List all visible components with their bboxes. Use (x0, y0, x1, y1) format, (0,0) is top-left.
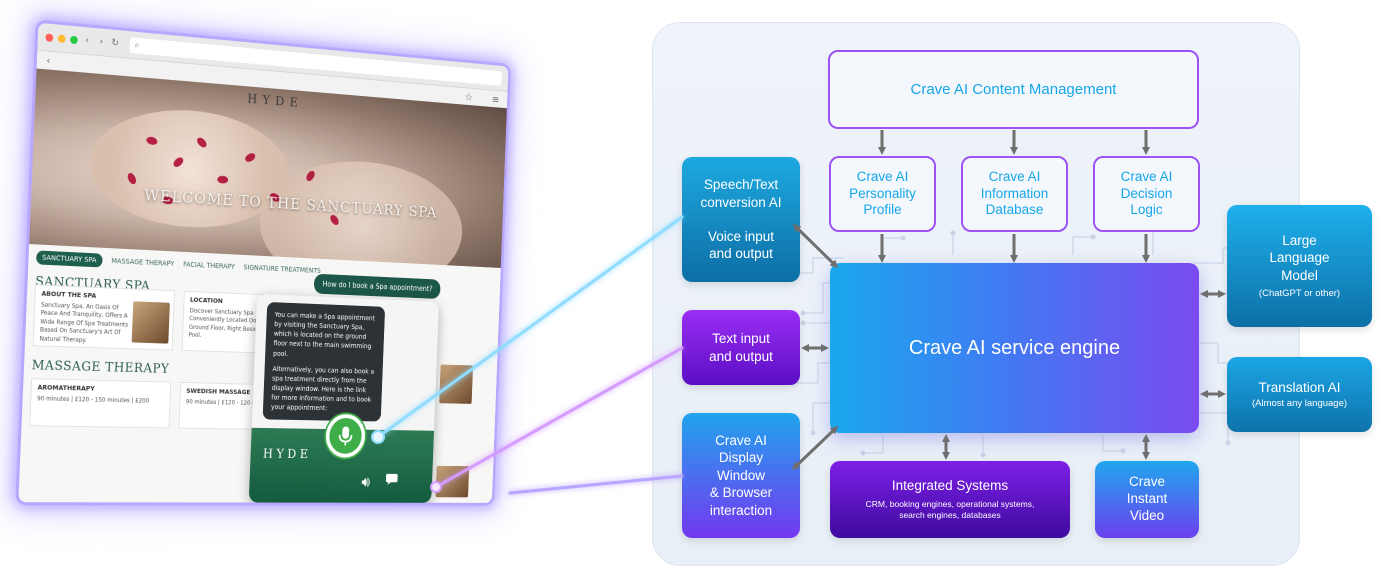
decision-logic-box: Crave AI Decision Logic (1093, 156, 1200, 232)
back-chevron-icon[interactable]: ‹ (46, 54, 51, 67)
about-card[interactable]: ABOUT THE SPA Sanctuary Spa, An Oasis Of… (32, 284, 175, 351)
tab-signature-treatments[interactable]: SIGNATURE TREATMENTS (243, 263, 321, 275)
aromatherapy-price: 90 minutes | £120 - 150 minutes | £200 (36, 395, 150, 405)
text-io-label: Text input and output (709, 330, 773, 364)
back-arrow-icon[interactable]: ‹ (85, 35, 90, 47)
about-text: Sanctuary Spa, An Oasis Of Peace And Tra… (39, 301, 129, 344)
speech-text-title: Speech/Text conversion AI (700, 177, 782, 210)
decision-logic-label: Crave AI Decision Logic (1120, 168, 1173, 218)
instant-video-label: Crave Instant Video (1126, 474, 1168, 523)
treatment-thumbnail (439, 364, 474, 404)
integrated-systems-subtitle: CRM, booking engines, operational system… (865, 498, 1035, 520)
menu-icon[interactable]: ≡ (491, 92, 500, 106)
display-window-box: Crave AI Display Window & Browser intera… (682, 413, 800, 538)
service-engine-box: Crave AI service engine (830, 263, 1199, 433)
browser-window: ‹ › ↻ ⌕ ‹ ☆ ≡ (18, 22, 509, 503)
personality-profile-box: Crave AI Personality Profile (829, 156, 936, 232)
information-database-label: Crave AI Information Database (980, 168, 1049, 218)
aromatherapy-card[interactable]: AROMATHERAPY 90 minutes | £120 - 150 min… (29, 378, 172, 429)
answer-paragraph: You can make a Spa appointment by visiti… (272, 310, 376, 358)
service-engine-label: Crave AI service engine (908, 336, 1121, 359)
chat-logo: HYDE (262, 447, 312, 462)
content-management-label: Crave AI Content Management (910, 81, 1117, 98)
aromatherapy-heading: AROMATHERAPY (37, 383, 95, 393)
maximize-dot-icon[interactable] (70, 35, 78, 44)
llm-box: Large Language Model (ChatGPT or other) (1227, 205, 1372, 327)
llm-title: Large Language Model (1269, 232, 1330, 283)
chat-bubble-icon[interactable] (385, 473, 400, 486)
speaker-icon[interactable]: 🔊︎ (361, 472, 371, 491)
browser-mockup: ‹ › ↻ ⌕ ‹ ☆ ≡ (17, 22, 524, 523)
microphone-button[interactable] (325, 413, 366, 458)
speech-text-box: Speech/Text conversion AI Voice input an… (682, 157, 800, 282)
content-management-box: Crave AI Content Management (828, 50, 1199, 129)
section-title-massage: MASSAGE THERAPY (31, 358, 170, 377)
assistant-answer-bubble: You can make a Spa appointment by visiti… (262, 301, 386, 422)
information-database-box: Crave AI Information Database (961, 156, 1068, 232)
reload-icon[interactable]: ↻ (111, 37, 120, 49)
text-io-box: Text input and output (682, 310, 800, 385)
answer-paragraph: Alternatively, you can also book a spa t… (270, 364, 375, 413)
tab-facial-therapy[interactable]: FACIAL THERAPY (183, 260, 235, 271)
microphone-icon (338, 426, 352, 446)
hero-shape (87, 102, 291, 233)
hotel-logo: HYDE (246, 92, 304, 111)
forward-arrow-icon[interactable]: › (99, 36, 104, 48)
integrated-systems-box: Integrated Systems CRM, booking engines,… (830, 461, 1070, 538)
bookmark-star-icon[interactable]: ☆ (464, 90, 473, 104)
tab-sanctuary-spa[interactable]: SANCTUARY SPA (36, 250, 103, 268)
integrated-systems-title: Integrated Systems (891, 477, 1009, 493)
display-window-label: Crave AI Display Window & Browser intera… (709, 432, 773, 518)
search-icon: ⌕ (134, 40, 140, 51)
llm-subtitle: (ChatGPT or other) (1258, 288, 1341, 300)
minimize-dot-icon[interactable] (57, 34, 66, 43)
chat-control-bar: HYDE 🔊︎ (248, 413, 435, 503)
chat-widget: You can make a Spa appointment by visiti… (248, 293, 440, 503)
translation-title: Translation AI (1258, 379, 1341, 395)
instant-video-box: Crave Instant Video (1095, 461, 1199, 538)
treatment-thumbnail (435, 465, 470, 498)
tab-massage-therapy[interactable]: MASSAGE THERAPY (111, 257, 175, 268)
personality-profile-label: Crave AI Personality Profile (849, 168, 916, 218)
voice-io-label: Voice input and output (707, 228, 775, 262)
translation-subtitle: (Almost any language) (1251, 398, 1348, 410)
about-thumbnail (131, 301, 170, 344)
close-dot-icon[interactable] (45, 32, 54, 42)
translation-box: Translation AI (Almost any language) (1227, 357, 1372, 432)
